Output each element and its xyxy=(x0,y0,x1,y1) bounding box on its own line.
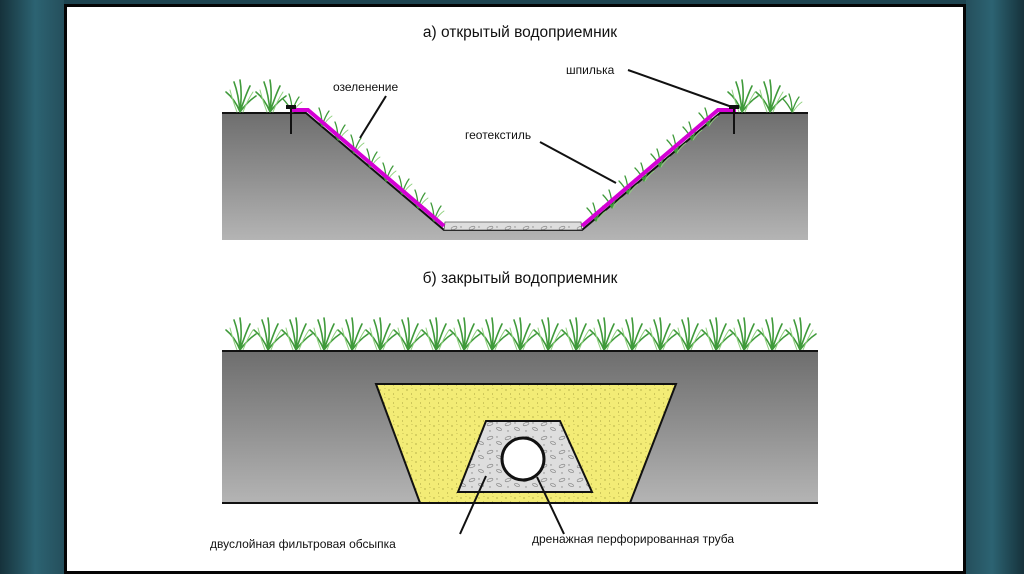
leader-greening xyxy=(359,95,387,139)
leader-drain-pipe xyxy=(536,476,565,535)
background-right-panel xyxy=(966,0,1024,574)
title-closed: б) закрытый водоприемник xyxy=(423,270,618,287)
label-filter-bed: двуслойная фильтровая обсыпка xyxy=(210,537,396,551)
label-greening: озеленение xyxy=(333,80,398,94)
label-drain-pipe: дренажная перфорированная труба xyxy=(532,532,734,546)
label-geotextile: геотекстиль xyxy=(465,128,531,142)
label-pin: шпилька xyxy=(566,63,615,77)
drain-pipe xyxy=(500,436,546,482)
leader-filter-bed xyxy=(459,475,487,535)
leader-pin xyxy=(627,69,733,108)
pin-right xyxy=(729,105,739,134)
leader-geotextile xyxy=(539,141,617,184)
geotextile-layer xyxy=(290,108,736,228)
closed-grass-row xyxy=(225,317,817,351)
pin-left xyxy=(286,105,296,134)
title-open: а) открытый водоприемник xyxy=(423,24,617,41)
background-left-panel xyxy=(0,0,64,574)
